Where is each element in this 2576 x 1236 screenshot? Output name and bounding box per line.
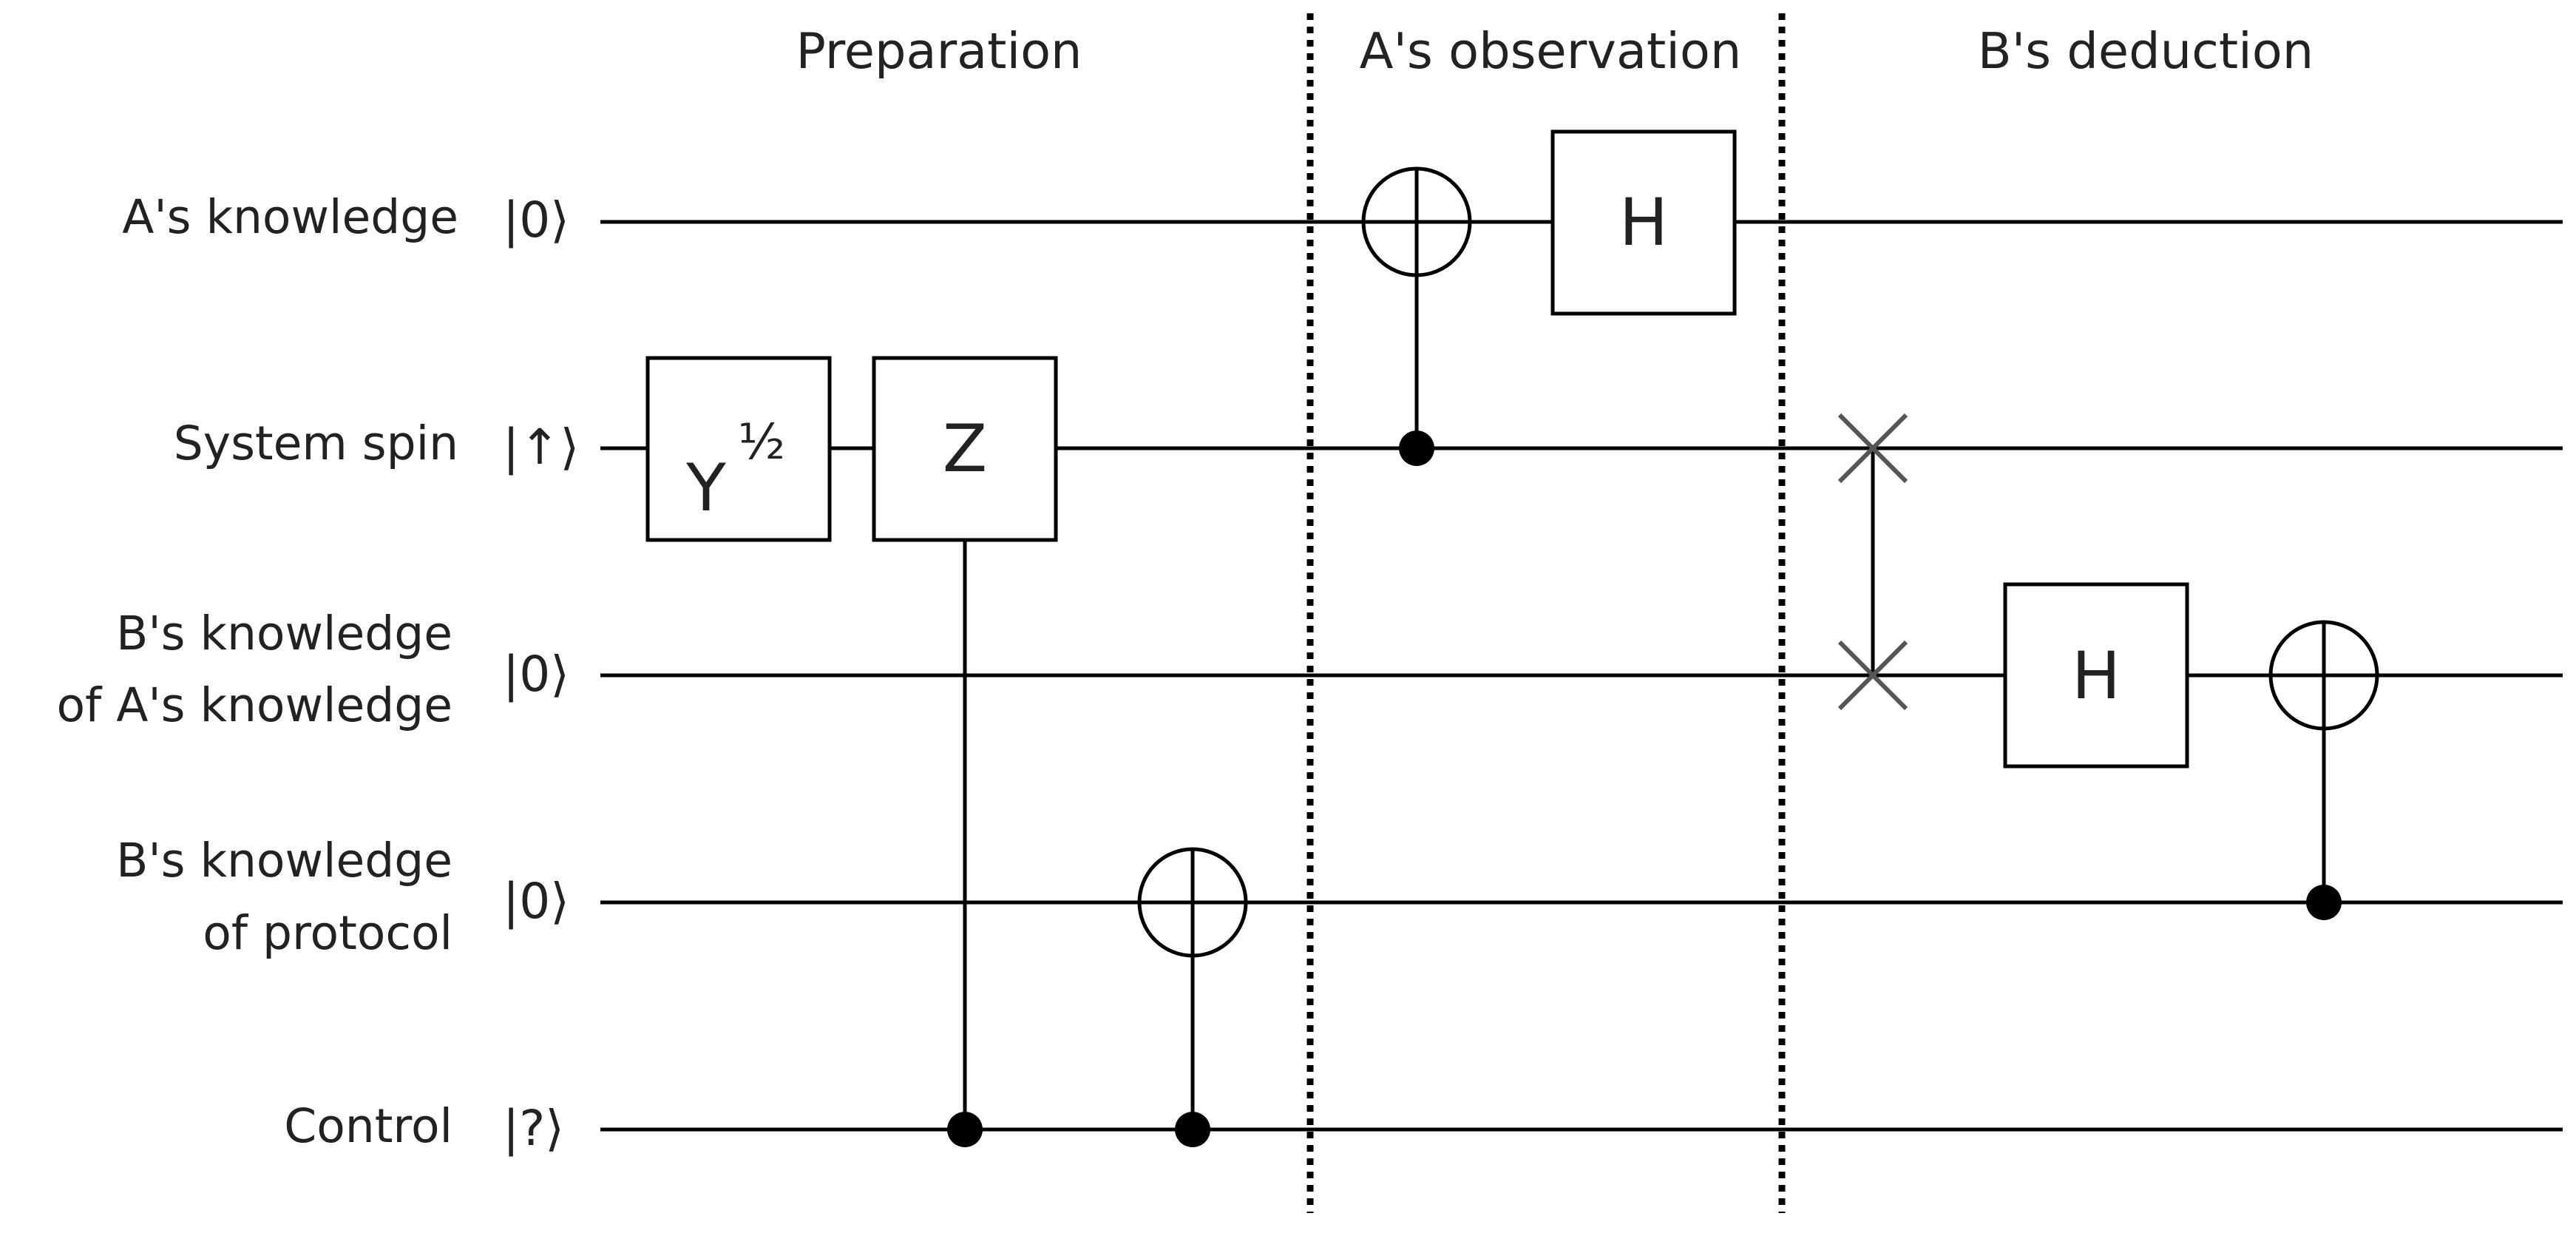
initial-state-b-knowledge-a: |0⟩ <box>503 646 569 703</box>
control-dot-cnot-a-observation <box>1399 430 1434 466</box>
qubit-label-b-knowledge-protocol-line2: of protocol <box>203 906 453 960</box>
gate-h-b-deduction: H <box>2003 582 2189 769</box>
gate-h-a-observation-box <box>1550 129 1737 316</box>
gate-y-half-box <box>645 356 832 542</box>
initial-state-system-spin: |↑⟩ <box>503 419 579 476</box>
gate-y-half: Y ½ <box>645 356 832 542</box>
gate-y-half-base: Y <box>685 450 726 526</box>
swap-cross-b-knowledge-a-stroke-2 <box>1837 640 1908 711</box>
control-dot-cnot-b-deduction <box>2306 885 2342 920</box>
gate-z-label: Z <box>943 411 987 487</box>
qubit-label-a-knowledge: A's knowledge <box>122 190 458 244</box>
swap-cross-system-spin <box>1837 413 1908 484</box>
swap-cross-system-spin-stroke-2 <box>1837 413 1908 484</box>
initial-state-a-knowledge: |0⟩ <box>503 192 569 249</box>
qubit-label-b-knowledge-a-line1: B's knowledge <box>116 607 453 661</box>
initial-state-b-knowledge-protocol: |0⟩ <box>503 873 569 930</box>
phase-title-preparation: Preparation <box>796 22 1082 80</box>
qubit-label-system-spin: System spin <box>174 416 458 470</box>
phase-title-b-deduction: B's deduction <box>1978 22 2314 80</box>
gate-h-a-observation: H <box>1550 129 1737 316</box>
qubit-label-b-knowledge-protocol-line1: B's knowledge <box>116 834 453 888</box>
phase-title-a-observation: A's observation <box>1360 22 1742 80</box>
qubit-label-control: Control <box>284 1099 453 1153</box>
control-dot-controlled-z <box>947 1112 983 1147</box>
cnot-target-a-observation <box>1361 166 1472 277</box>
gate-z: Z <box>872 356 1058 542</box>
gate-y-half-exponent: ½ <box>738 413 785 470</box>
gate-h-b-deduction-box <box>2003 582 2189 769</box>
gate-h-a-observation-label: H <box>1619 184 1668 260</box>
cnot-target-b-deduction <box>2268 620 2379 731</box>
qubit-label-b-knowledge-a-line2: of A's knowledge <box>57 678 453 732</box>
swap-cross-b-knowledge-a <box>1837 640 1908 711</box>
initial-state-control: |?⟩ <box>503 1100 564 1157</box>
gate-z-box <box>872 356 1058 542</box>
control-dot-cnot-preparation <box>1175 1112 1210 1147</box>
gate-h-b-deduction-label: H <box>2072 638 2121 714</box>
cnot-target-preparation <box>1137 847 1248 958</box>
